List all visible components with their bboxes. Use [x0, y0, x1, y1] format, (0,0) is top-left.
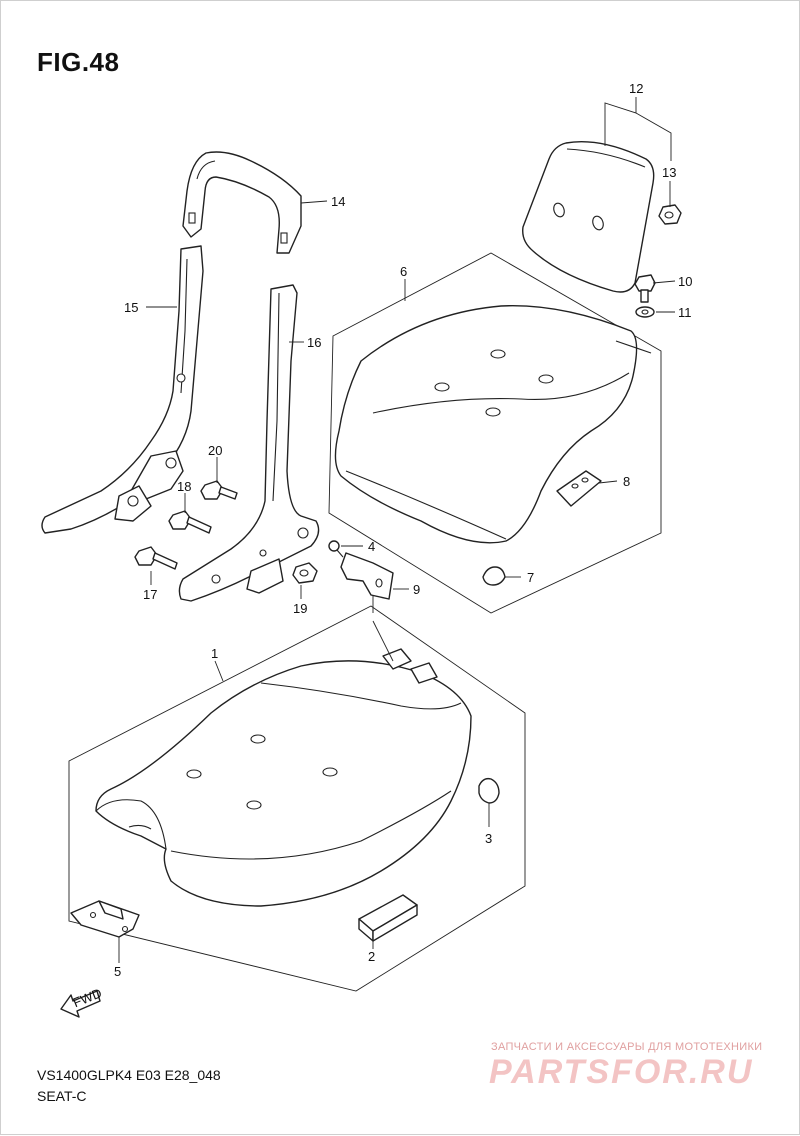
- watermark-tagline: ЗАПЧАСТИ И АКСЕССУАРЫ ДЛЯ МОТОТЕХНИКИ: [491, 1041, 763, 1053]
- cushion-3[interactable]: [478, 777, 500, 804]
- backrest-frame-15[interactable]: [41, 245, 204, 534]
- nut-13[interactable]: [658, 204, 682, 225]
- bracket-5[interactable]: [70, 900, 140, 938]
- callout-5: 5: [114, 964, 121, 979]
- bolt-17[interactable]: [134, 546, 178, 570]
- cushion-2[interactable]: [358, 894, 418, 942]
- callout-3: 3: [485, 831, 492, 846]
- cushion-7[interactable]: [482, 566, 506, 586]
- passenger-seat-group-outline: [328, 252, 662, 614]
- callout-11: 11: [678, 305, 692, 320]
- callout-numbers: 12 13 10 11 6 8 7 14 15 16 20 18 17 19 4…: [114, 81, 692, 979]
- screw-4[interactable]: [328, 540, 344, 558]
- callout-15: 15: [124, 300, 138, 315]
- section-name: SEAT-C: [37, 1088, 87, 1104]
- callout-18: 18: [177, 479, 191, 494]
- callout-10: 10: [678, 274, 692, 289]
- bolt-20[interactable]: [200, 480, 238, 500]
- washer-11[interactable]: [635, 306, 655, 318]
- callout-9: 9: [413, 582, 420, 597]
- callout-19: 19: [293, 601, 307, 616]
- callout-1: 1: [211, 646, 218, 661]
- backrest-frame-16[interactable]: [178, 284, 320, 602]
- leader-lines: [118, 97, 676, 963]
- model-code: VS1400GLPK4 E03 E28_048: [37, 1067, 221, 1083]
- callout-4: 4: [368, 539, 375, 554]
- callout-13: 13: [662, 165, 676, 180]
- watermark-logo: PARTSFOR.RU: [489, 1053, 754, 1091]
- callout-17: 17: [143, 587, 157, 602]
- passenger-seat[interactable]: [334, 305, 652, 544]
- callout-2: 2: [368, 949, 375, 964]
- callout-20: 20: [208, 443, 222, 458]
- rider-seat-group-outline: [68, 605, 526, 992]
- callout-8: 8: [623, 474, 630, 489]
- forward-direction-arrow: FWD: [60, 985, 104, 1018]
- figure-title: FIG.48: [37, 47, 120, 77]
- nut-19[interactable]: [292, 562, 318, 584]
- callout-14: 14: [331, 194, 345, 209]
- bracket-9[interactable]: [340, 552, 394, 600]
- callout-12: 12: [629, 81, 643, 96]
- callout-7: 7: [527, 570, 534, 585]
- backrest-pad[interactable]: [522, 141, 655, 293]
- bracket-8[interactable]: [556, 470, 602, 507]
- bolt-10[interactable]: [634, 274, 656, 303]
- rider-seat[interactable]: [95, 648, 472, 907]
- callout-16: 16: [307, 335, 321, 350]
- callout-6: 6: [400, 264, 407, 279]
- bolt-18[interactable]: [168, 510, 212, 534]
- backrest-handle-14[interactable]: [182, 151, 302, 254]
